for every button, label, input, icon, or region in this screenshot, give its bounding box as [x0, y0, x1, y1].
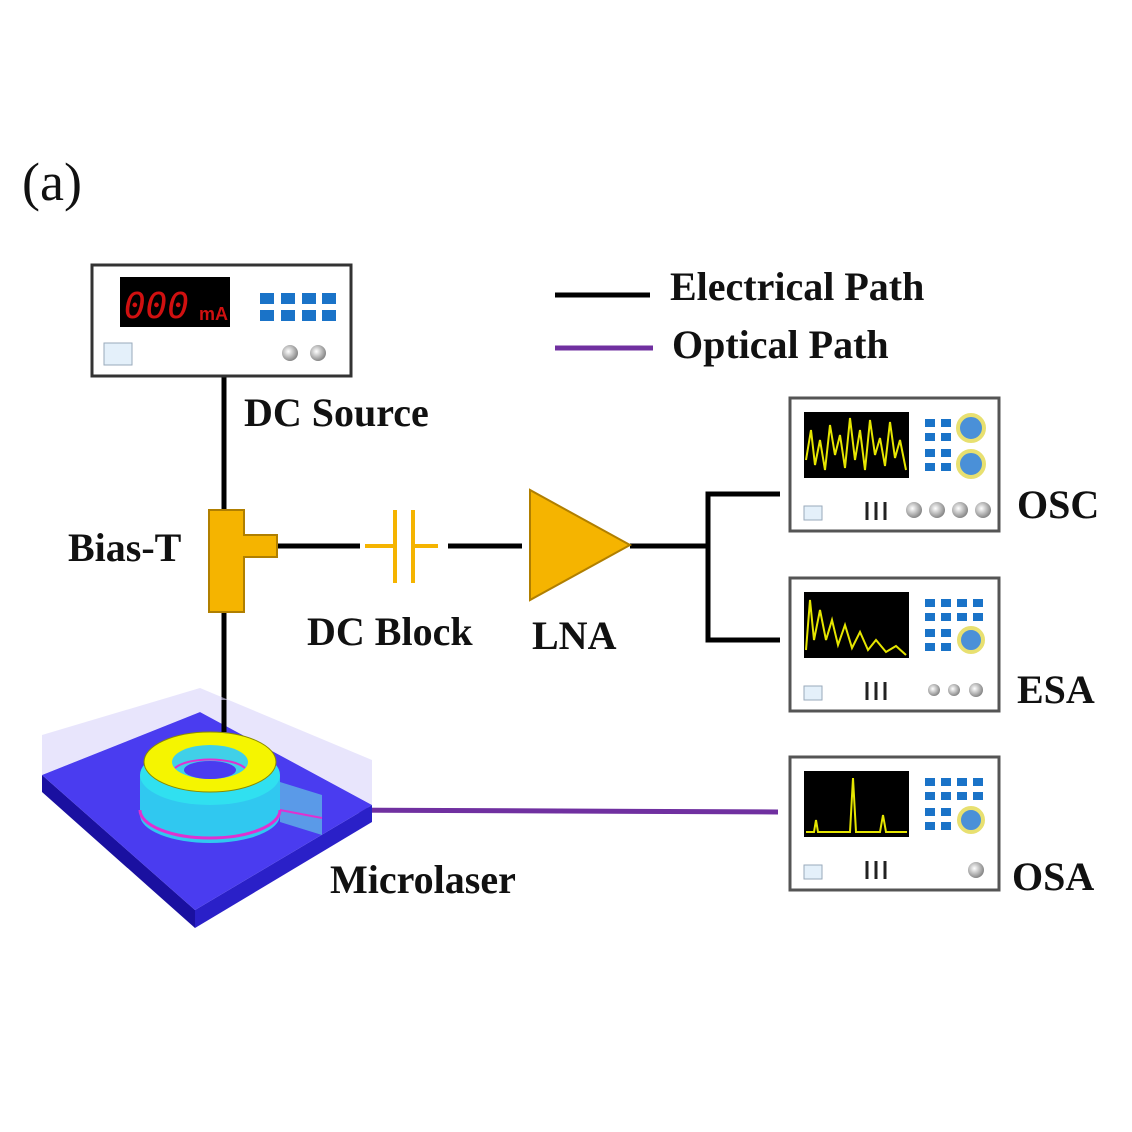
power-switch: [103, 342, 133, 366]
dial-icon: [956, 449, 986, 479]
legend-optical-label: Optical Path: [672, 322, 889, 367]
legend: Electrical Path Optical Path: [555, 264, 924, 367]
panel-tag: (a): [22, 152, 82, 212]
microlaser-device: [42, 688, 372, 928]
optical-fiber: [334, 807, 779, 815]
dial-icon: [956, 413, 986, 443]
bias-t-icon: [208, 509, 278, 613]
osa-trace: [806, 777, 907, 833]
osc-trace: [805, 417, 907, 471]
current-display: [120, 277, 230, 327]
electrical-wires: [221, 376, 780, 730]
bias-t-label: Bias-T: [68, 525, 182, 570]
osa-label: OSA: [1012, 854, 1094, 899]
dc-source-label: DC Source: [244, 390, 429, 435]
wire-split-instruments: [705, 491, 780, 643]
dial-icon: [957, 806, 985, 834]
amplifier-icon: [529, 488, 633, 602]
esa-trace: [805, 599, 907, 656]
electrical-spectrum-analyzer: [788, 576, 1001, 713]
esa-label: ESA: [1017, 667, 1095, 712]
current-display-unit: mA: [199, 304, 228, 324]
knob-icon: [282, 345, 298, 361]
dial-icon: [957, 626, 985, 654]
lna-label: LNA: [532, 613, 617, 658]
legend-electrical-label: Electrical Path: [670, 264, 924, 309]
capacitor-icon: [365, 510, 438, 583]
knob-icon: [310, 345, 326, 361]
dc-source: 000 mA: [90, 263, 353, 378]
esa-screen: [804, 592, 909, 658]
osc-label: OSC: [1017, 482, 1099, 527]
dc-block-label: DC Block: [307, 609, 473, 654]
cladding-layer: [42, 688, 372, 805]
optical-spectrum-analyzer: [788, 755, 1001, 892]
oscilloscope: [788, 396, 1001, 533]
microlaser-label: Microlaser: [330, 857, 516, 902]
keypad-buttons: [260, 293, 336, 321]
current-display-digits: 000: [124, 286, 189, 327]
